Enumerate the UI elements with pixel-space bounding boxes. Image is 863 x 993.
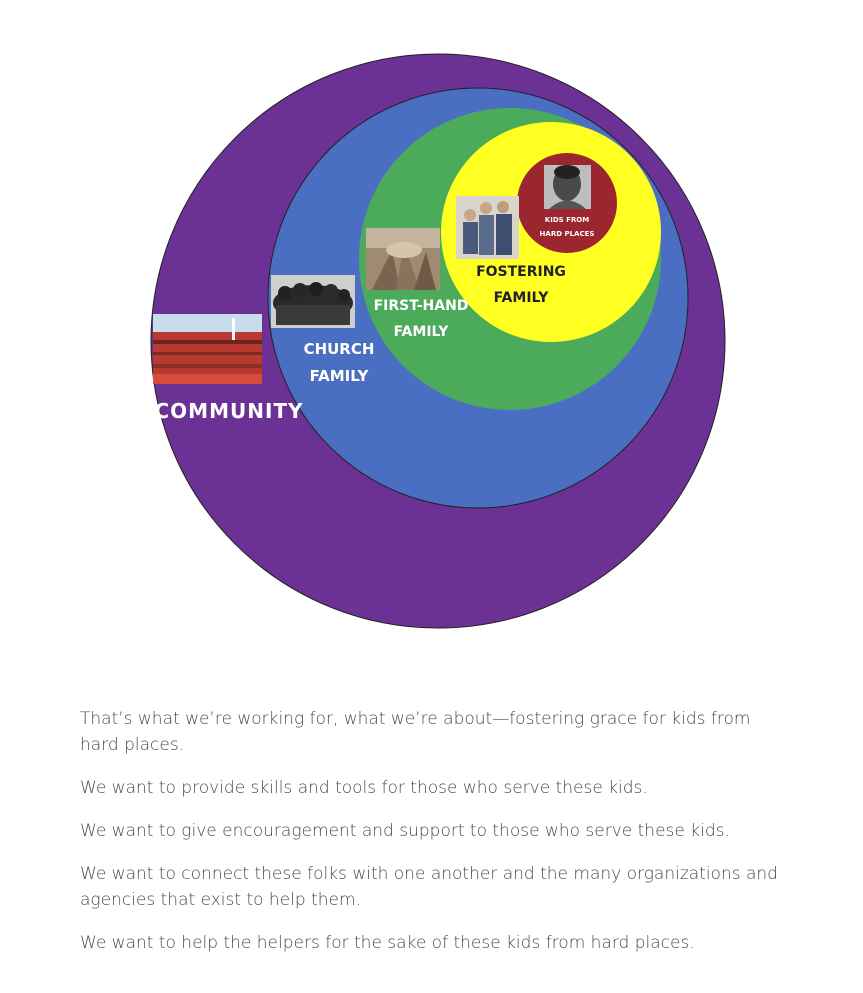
church-family-label-line2: FAMILY xyxy=(310,367,370,385)
child-portrait-photo xyxy=(544,165,591,209)
paragraph-mission: That’s what we’re working for, what we’r… xyxy=(80,709,751,755)
stadium-crowd-photo xyxy=(153,314,262,384)
paragraph-encouragement: We want to give encouragement and suppor… xyxy=(80,821,730,841)
fostering-family-label-line2: FAMILY xyxy=(494,290,550,306)
team-huddle-photo xyxy=(271,275,355,328)
hands-together-photo xyxy=(366,228,440,290)
fostering-family-label-line1: FOSTERING xyxy=(476,264,566,280)
paragraph-helpers: We want to help the helpers for the sake… xyxy=(80,933,695,953)
kids-from-hard-places-label-line1: KIDS FROM xyxy=(545,216,589,224)
first-hand-family-label-line1: FIRST-HAND xyxy=(374,298,469,314)
paragraph-skills: We want to provide skills and tools for … xyxy=(80,778,648,798)
church-family-label-line1: CHURCH xyxy=(304,340,375,358)
nested-circles-diagram: COMMUNITY CHURCH FAMILY FIRST-HAND FAMIL… xyxy=(150,53,726,629)
paragraph-connect: We want to connect these folks with one … xyxy=(80,864,778,910)
body-text: That’s what we’re working for, what we’r… xyxy=(80,706,780,973)
foster-family-photo xyxy=(456,196,519,259)
community-label: COMMUNITY xyxy=(154,399,303,423)
kids-from-hard-places-label-line2: HARD PLACES xyxy=(540,230,595,238)
first-hand-family-label-line2: FAMILY xyxy=(394,324,450,340)
